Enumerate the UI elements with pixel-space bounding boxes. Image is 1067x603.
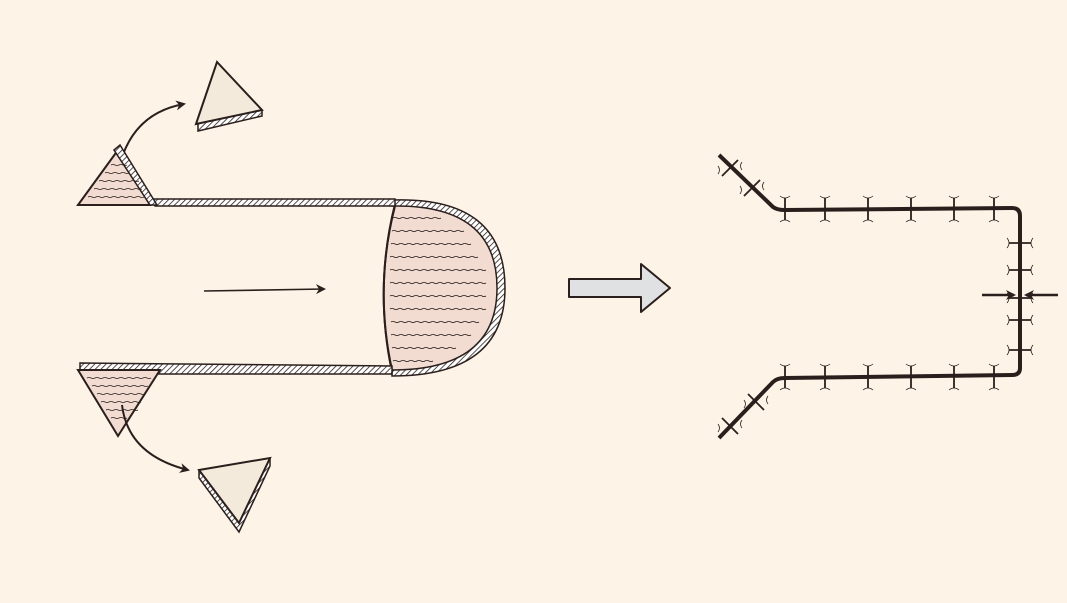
suture-stitch: [743, 393, 769, 411]
tissue-texture-line: [98, 180, 140, 182]
suture-stitch: [739, 179, 765, 197]
transition-arrow: [568, 263, 671, 313]
tissue-texture-line: [390, 320, 480, 324]
closed-outline: [717, 153, 1022, 440]
tissue-texture-line: [389, 307, 487, 311]
tissue-texture-line: [391, 229, 465, 233]
suture-stitch: [779, 363, 791, 391]
suture-stitch: [779, 195, 791, 223]
lower-wedge-texture: [86, 377, 152, 419]
suture-stitch: [905, 363, 917, 391]
tube-structure: [76, 143, 506, 438]
tissue-texture-line: [389, 268, 487, 272]
suture-stitch: [717, 159, 743, 177]
tissue-texture-line: [87, 196, 145, 198]
suture-stitch: [1006, 314, 1034, 326]
tissue-texture-line: [91, 385, 149, 387]
tissue-texture-line: [389, 255, 479, 259]
dome-texture: [389, 216, 487, 363]
upper-removal-arrow: [123, 100, 186, 153]
tissue-texture-line: [391, 346, 457, 350]
tissue-texture-line: [110, 164, 128, 166]
suture-stitch: [1006, 264, 1034, 276]
suture-stitch: [1006, 237, 1034, 249]
suture-stitch: [862, 195, 874, 223]
suture-stitch: [1006, 344, 1034, 356]
dome-rim: [382, 205, 396, 371]
tissue-texture-line: [86, 377, 152, 379]
tissue-texture-line: [389, 281, 487, 285]
tissue-texture-line: [392, 359, 434, 363]
suture-stitch: [905, 195, 917, 223]
upper-wedge-texture: [87, 164, 145, 198]
suture-stitch: [948, 195, 960, 223]
tissue-texture-line: [96, 393, 146, 395]
tissue-texture-line: [390, 333, 472, 337]
suture-stitch: [819, 195, 831, 223]
removed-wedge-lower: [197, 456, 272, 534]
tissue-texture-line: [93, 188, 143, 190]
sutured-result: [717, 153, 1058, 440]
suture-stitch: [819, 363, 831, 391]
tissue-texture-line: [100, 401, 142, 403]
tissue-texture-line: [389, 294, 487, 298]
upper-wall: [148, 198, 396, 207]
suture-stitch: [717, 417, 743, 435]
lower-excision-wedge: [76, 369, 162, 438]
removed-wedge-upper: [194, 60, 264, 132]
lower-removal-arrow: [121, 404, 190, 473]
tissue-texture-line: [104, 172, 130, 174]
suture-stitch: [862, 363, 874, 391]
tissue-texture-line: [390, 242, 472, 246]
tissue-texture-line: [392, 216, 442, 220]
upper-wedge-cut-edge: [113, 143, 159, 206]
suture-stitch: [948, 363, 960, 391]
flow-arrow: [203, 284, 326, 295]
suture-marks: [717, 159, 1034, 435]
suture-stitch: [988, 195, 1000, 223]
suture-stitch: [988, 363, 1000, 391]
